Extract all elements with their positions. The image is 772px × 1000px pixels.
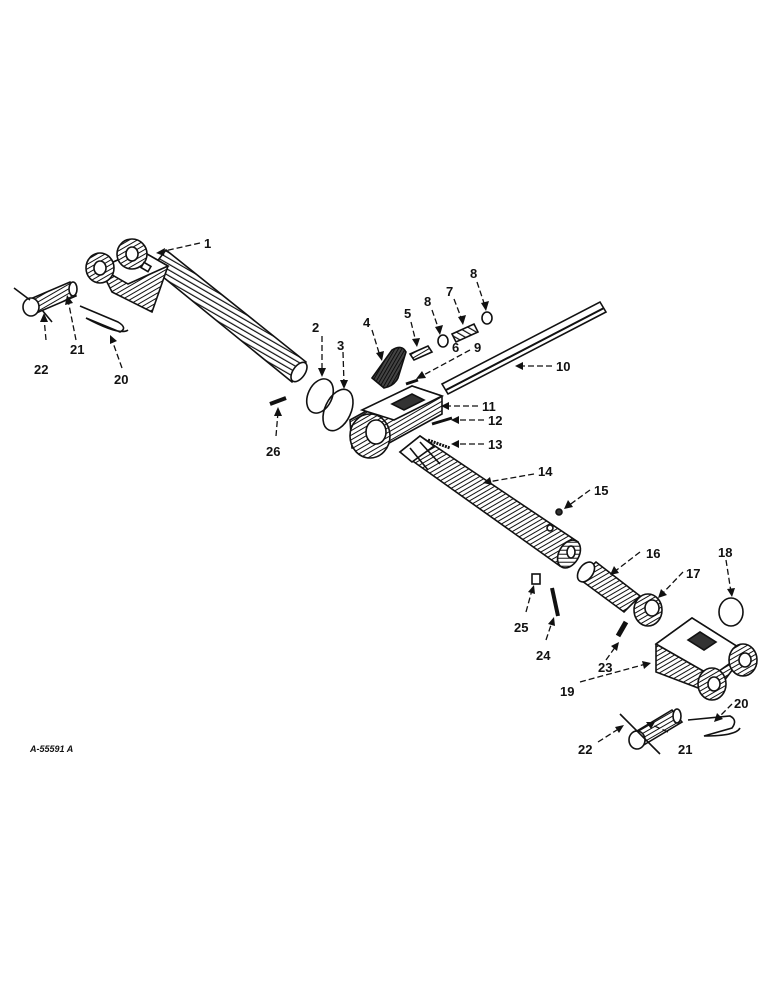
part-22-cotter-right xyxy=(619,713,661,755)
part-14-tube xyxy=(398,434,582,569)
part-24-pin xyxy=(550,587,560,617)
callout-25: 25 xyxy=(514,620,528,635)
part-19-yoke xyxy=(654,617,758,701)
callout-20b: 20 xyxy=(734,696,748,711)
callout-26: 26 xyxy=(266,444,280,459)
callout-9: 9 xyxy=(474,340,481,355)
callout-11: 11 xyxy=(482,399,496,414)
callout-17: 17 xyxy=(686,566,700,581)
callout-7: 7 xyxy=(446,284,453,299)
part-8-washer-top xyxy=(481,311,493,325)
part-20-clip-left xyxy=(79,305,129,333)
callout-22a: 22 xyxy=(34,362,48,377)
part-10-rod xyxy=(440,300,608,396)
callout-22b: 22 xyxy=(578,742,592,757)
part-2-ring xyxy=(305,378,335,414)
part-25-bushing xyxy=(531,573,541,585)
callout-2: 2 xyxy=(312,320,319,335)
drawing-code: A-55591 A xyxy=(29,744,73,754)
callout-21b: 21 xyxy=(678,742,692,757)
part-23-pin xyxy=(615,620,629,638)
callout-13: 13 xyxy=(488,437,502,452)
part-3-ring xyxy=(322,388,354,432)
part-26-pin xyxy=(269,396,287,406)
part-13-pin xyxy=(427,438,451,450)
part-21-pin-left xyxy=(13,280,78,317)
part-22-cotter-left xyxy=(41,309,53,323)
callout-4: 4 xyxy=(363,315,371,330)
callout-14: 14 xyxy=(538,464,553,479)
callout-3: 3 xyxy=(337,338,344,353)
callout-20a: 20 xyxy=(114,372,128,387)
callout-8b: 8 xyxy=(470,266,477,281)
part-4-latch xyxy=(370,346,407,389)
part-5-pin xyxy=(408,344,434,362)
part-20-clip-right xyxy=(687,715,741,737)
callout-12: 12 xyxy=(488,413,502,428)
part-8-washer xyxy=(437,334,449,348)
part-7-spring xyxy=(450,322,480,344)
part-1-yoke-screw xyxy=(85,238,308,384)
callout-19: 19 xyxy=(560,684,574,699)
part-9-pin xyxy=(405,378,419,386)
part-11-clevis xyxy=(349,385,445,459)
callout-1: 1 xyxy=(204,236,211,251)
callout-8a: 8 xyxy=(424,294,431,309)
part-18-ring xyxy=(718,597,744,627)
callout-6: 6 xyxy=(452,340,459,355)
callout-10: 10 xyxy=(556,359,570,374)
callout-18: 18 xyxy=(718,545,732,560)
part-12-pin xyxy=(431,416,453,426)
part-17-bushing xyxy=(633,593,663,627)
callout-23: 23 xyxy=(598,660,612,675)
part-15-set-screw xyxy=(555,508,563,516)
callout-21a: 21 xyxy=(70,342,84,357)
callout-16: 16 xyxy=(646,546,660,561)
part-16-pin xyxy=(576,560,642,614)
part-21-pin-right xyxy=(628,708,684,750)
callout-labels: 1 2 3 4 5 6 7 8 8 9 10 11 12 13 14 15 16… xyxy=(34,236,748,757)
callout-24: 24 xyxy=(536,648,551,663)
callout-5: 5 xyxy=(404,306,411,321)
leader-lines xyxy=(40,242,735,743)
callout-15: 15 xyxy=(594,483,608,498)
